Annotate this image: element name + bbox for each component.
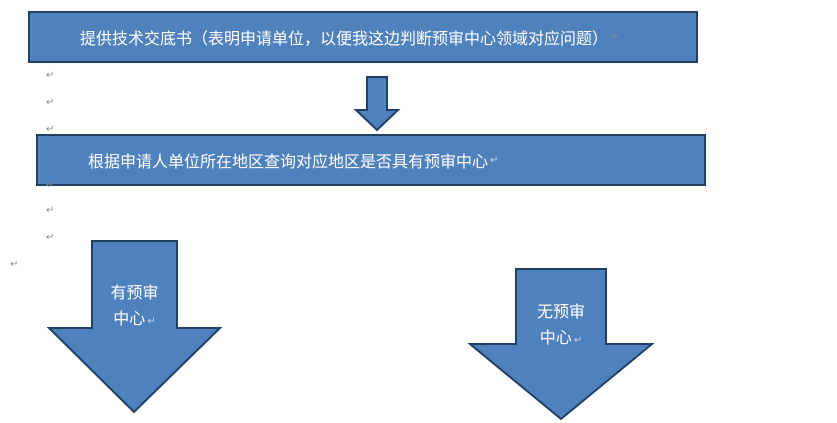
right-branch-label: 无预审 中心↵ bbox=[516, 299, 606, 354]
left-branch-arrow bbox=[46, 240, 223, 414]
paragraph-mark: ↵ bbox=[46, 180, 55, 191]
paragraph-mark: ↵ bbox=[46, 70, 55, 81]
left-branch-line1: 有预审 bbox=[110, 283, 159, 302]
middle-process-box: 根据申请人单位所在地区查询对应地区是否具有预审中心 ↵ bbox=[36, 134, 706, 186]
top-box-text: 提供技术交底书（表明申请单位，以便我这边判断预审中心领域对应问题） bbox=[80, 29, 609, 48]
paragraph-mark: ↵ bbox=[46, 124, 55, 135]
middle-box-paragraph-mark: ↵ bbox=[490, 154, 499, 166]
top-box-paragraph-mark: ↵ bbox=[612, 31, 621, 43]
paragraph-mark: ↵ bbox=[10, 259, 19, 270]
right-branch-line2: 中心↵ bbox=[539, 328, 583, 347]
paragraph-mark: ↵ bbox=[46, 97, 55, 108]
paragraph-mark: ↵ bbox=[46, 232, 55, 243]
left-branch-line2: 中心↵ bbox=[113, 309, 156, 328]
middle-box-text: 根据申请人单位所在地区查询对应地区是否具有预审中心 bbox=[88, 152, 489, 171]
left-branch-label: 有预审 中心↵ bbox=[92, 280, 177, 335]
top-process-box: 提供技术交底书（表明申请单位，以便我这边判断预审中心领域对应问题） ↵ bbox=[28, 11, 698, 63]
right-branch-line1: 无预审 bbox=[536, 302, 585, 321]
right-branch-arrow bbox=[467, 268, 655, 421]
paragraph-mark: ↵ bbox=[46, 205, 55, 216]
connector-down-arrow bbox=[353, 76, 401, 132]
